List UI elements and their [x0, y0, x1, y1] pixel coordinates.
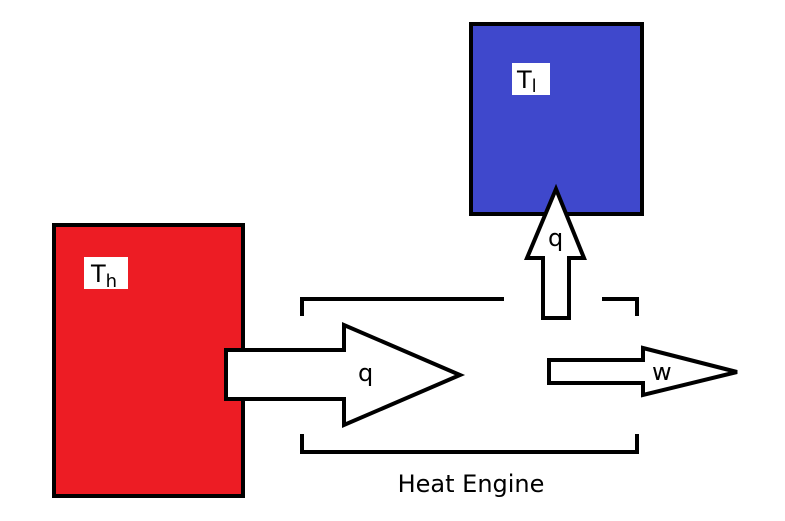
- hot-reservoir: Th: [52, 223, 245, 498]
- engine-bottom-segment: [300, 434, 639, 454]
- hot-reservoir-box: [52, 223, 245, 498]
- heat-in-label: q: [358, 359, 373, 387]
- engine-top-right-segment: [602, 297, 639, 316]
- heat-out-label: q: [548, 224, 563, 252]
- cold-reservoir-symbol: T: [516, 66, 532, 94]
- hot-reservoir-symbol: T: [90, 260, 106, 288]
- engine-top-left-segment: [300, 297, 504, 316]
- heat-engine-caption: Heat Engine: [398, 470, 545, 498]
- cold-reservoir-subscript: l: [532, 76, 537, 97]
- heat-in-arrow: [224, 321, 466, 429]
- hot-reservoir-subscript: h: [106, 271, 117, 292]
- cold-reservoir-label: Tl: [516, 66, 537, 97]
- cold-reservoir: Tl: [469, 22, 644, 216]
- work-arrow: [547, 345, 738, 398]
- heat-out-arrow: [523, 183, 587, 320]
- cold-reservoir-label-bg: [512, 63, 550, 95]
- heat-engine-outline: [300, 297, 639, 454]
- hot-reservoir-label: Th: [90, 260, 117, 292]
- cold-reservoir-box: [469, 22, 644, 216]
- hot-reservoir-label-bg: [84, 257, 128, 289]
- work-label: w: [652, 358, 672, 386]
